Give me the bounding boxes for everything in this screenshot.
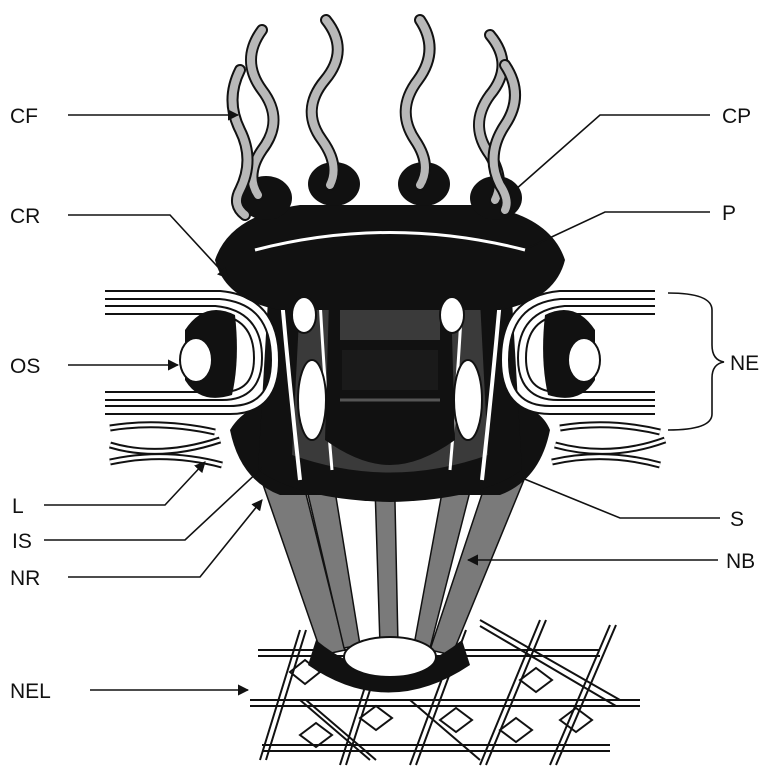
label-os: OS (10, 355, 40, 378)
leader-is (44, 468, 262, 540)
leader-cr (68, 215, 228, 278)
label-is: IS (12, 530, 32, 553)
label-nel: NEL (10, 680, 51, 703)
cytoplasmic-ring (215, 162, 565, 333)
ne-brace (668, 293, 724, 430)
label-ne: NE (730, 352, 759, 375)
leader-s (522, 478, 720, 518)
leader-nr (68, 500, 262, 577)
label-nb: NB (726, 550, 755, 573)
label-cr: CR (10, 205, 40, 228)
leader-cp (515, 115, 710, 190)
label-s: S (730, 508, 744, 531)
label-cp: CP (722, 105, 751, 128)
basket-terminal-ring (344, 637, 436, 677)
label-cf: CF (10, 105, 38, 128)
label-p: P (722, 202, 736, 225)
label-l: L (12, 495, 24, 518)
label-nr: NR (10, 567, 40, 590)
leader-l (44, 462, 205, 505)
